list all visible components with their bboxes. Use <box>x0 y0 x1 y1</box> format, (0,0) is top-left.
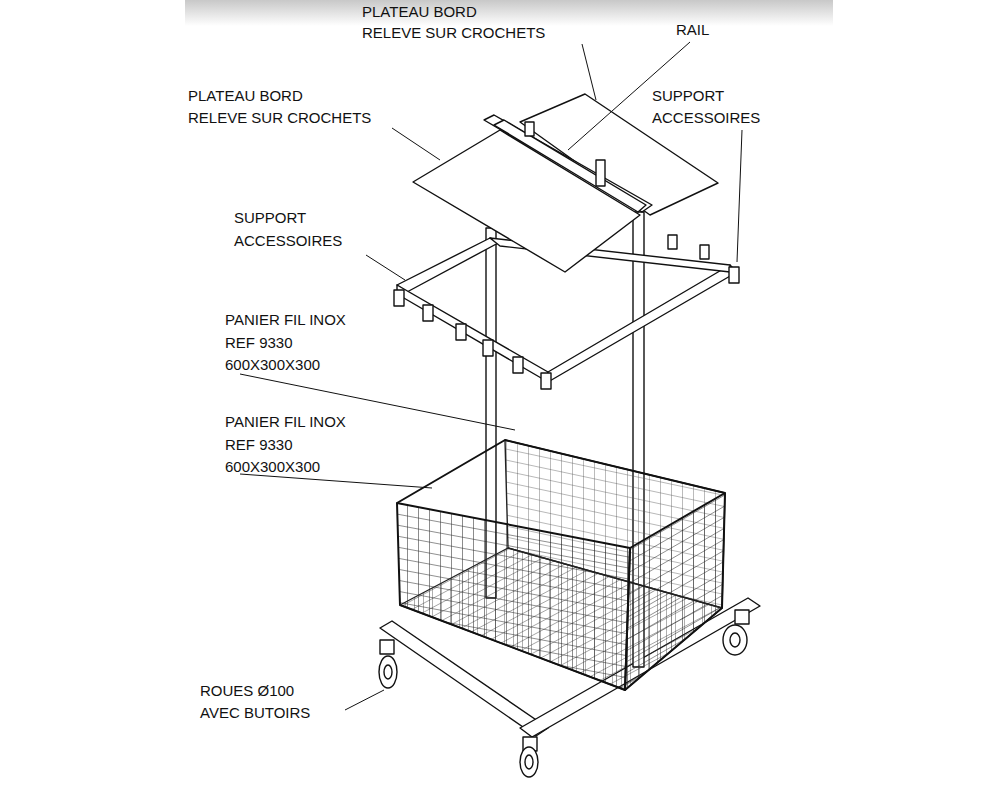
left-tray <box>413 130 640 272</box>
part-label: REF 9330 <box>225 436 293 454</box>
part-label: RELEVE SUR CROCHETS <box>362 24 545 42</box>
basket-front <box>397 503 630 690</box>
rail <box>484 115 652 212</box>
part-label: RAIL <box>676 21 709 39</box>
part-label: 600X300X300 <box>225 356 320 374</box>
basket-side <box>625 493 725 690</box>
part-label: ACCESSOIRES <box>234 232 342 250</box>
part-label: 600X300X300 <box>225 458 320 476</box>
part-label: PANIER FIL INOX <box>225 413 346 431</box>
part-label: PLATEAU BORD <box>188 87 303 105</box>
part-label: PANIER FIL INOX <box>225 311 346 329</box>
part-label: REF 9330 <box>225 334 293 352</box>
basket-rim <box>397 440 725 503</box>
part-label: SUPPORT <box>652 87 724 105</box>
part-label: PLATEAU BORD <box>362 3 477 21</box>
part-label: AVEC BUTOIRS <box>200 704 310 722</box>
header-band <box>185 0 833 26</box>
wheels <box>379 610 749 777</box>
part-label: RELEVE SUR CROCHETS <box>188 109 371 127</box>
part-label: ROUES Ø100 <box>200 682 294 700</box>
leader-lines <box>240 42 742 710</box>
part-label: ACCESSOIRES <box>652 109 760 127</box>
part-label: SUPPORT <box>234 209 306 227</box>
